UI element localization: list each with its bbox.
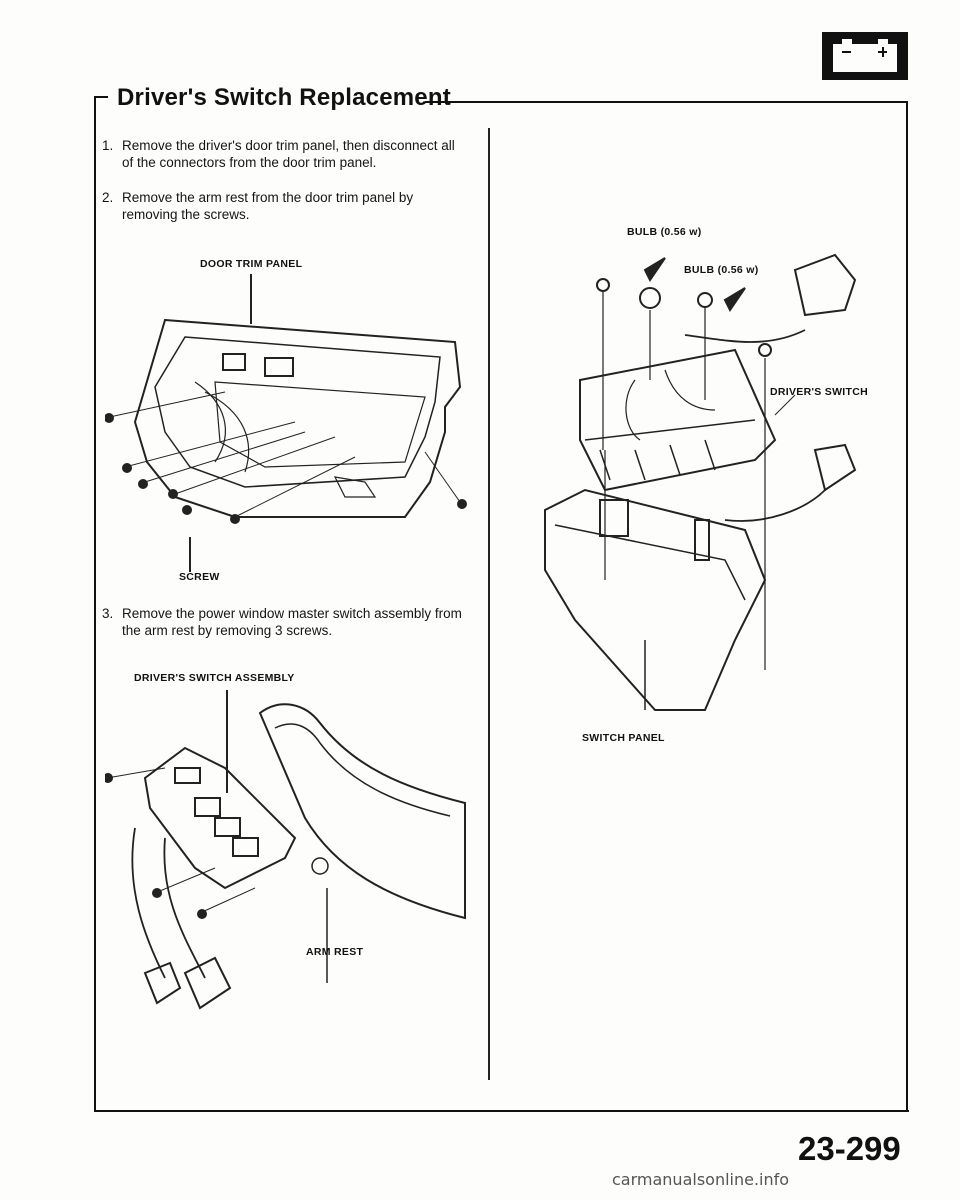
figure-label-switch-panel: SWITCH PANEL [582, 732, 665, 744]
switch-assembly-illustration [105, 690, 466, 1010]
figure-label-bulb: BULB (0.56 w) [627, 226, 702, 238]
column-divider [488, 128, 490, 1080]
switch-exploded-illustration [544, 253, 857, 711]
footer-watermark: carmanualsonline.info [612, 1170, 790, 1189]
step-number: 2. [102, 190, 114, 205]
figure-label-door-trim-panel: DOOR TRIM PANEL [200, 258, 303, 270]
frame-rule [425, 101, 907, 103]
page-title: Driver's Switch Replacement [117, 84, 451, 111]
step-text: Remove the power window master switch as… [122, 606, 462, 638]
door-trim-panel-illustration [105, 274, 467, 572]
frame-rule [94, 1110, 909, 1112]
step-number: 3. [102, 606, 114, 621]
figure-label-drivers-switch-assembly: DRIVER'S SWITCH ASSEMBLY [134, 672, 295, 684]
figure-label-bulb: BULB (0.56 w) [684, 264, 759, 276]
frame-rule [906, 101, 908, 1112]
battery-icon [822, 32, 908, 80]
figure-label-screw: SCREW [179, 571, 220, 583]
frame-rule [94, 96, 108, 98]
step-text: Remove the driver's door trim panel, the… [122, 138, 455, 170]
step-text: Remove the arm rest from the door trim p… [122, 190, 414, 222]
figure-label-arm-rest: ARM REST [306, 946, 364, 958]
page-number: 23-299 [798, 1130, 901, 1167]
step-number: 1. [102, 138, 114, 153]
frame-rule [94, 96, 96, 1112]
